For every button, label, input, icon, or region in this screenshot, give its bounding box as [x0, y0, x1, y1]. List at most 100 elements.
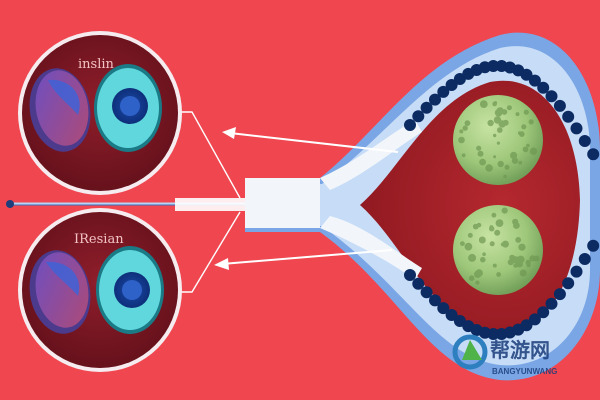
- bead: [420, 101, 433, 114]
- cell-spot: [514, 262, 519, 268]
- bead: [562, 110, 575, 123]
- bead: [537, 306, 550, 319]
- cell-spot: [517, 131, 522, 135]
- watermark-cn-text: 帮游网: [490, 338, 550, 362]
- cell-spot: [526, 143, 530, 148]
- cell-spot: [489, 241, 495, 247]
- cell-spot: [518, 160, 523, 165]
- cell-spot: [479, 158, 486, 166]
- cell-spot: [494, 109, 503, 117]
- cell-spot: [475, 280, 480, 285]
- bead: [404, 119, 416, 131]
- cell-spot: [477, 150, 484, 157]
- cell-spot: [460, 241, 465, 247]
- bead: [429, 294, 441, 307]
- cell-spot: [504, 164, 510, 170]
- bead: [570, 122, 583, 135]
- bead: [487, 60, 500, 72]
- green-cell-bottom: [453, 205, 543, 295]
- cell-spot: [492, 263, 497, 268]
- cell-spot: [503, 174, 507, 179]
- panel-bottom-label: IResian: [74, 232, 124, 247]
- cell-spot: [491, 212, 497, 218]
- bead: [578, 253, 591, 265]
- cell-spot: [459, 129, 464, 134]
- bead: [445, 79, 458, 91]
- cell-spot: [518, 243, 526, 251]
- cell-spot: [509, 151, 518, 159]
- cell-spot: [467, 232, 473, 238]
- bead: [528, 313, 541, 326]
- bead: [587, 148, 600, 161]
- bead: [487, 328, 500, 340]
- cell-spot: [515, 237, 522, 243]
- cell-spot: [480, 256, 486, 263]
- cell-spot: [468, 275, 475, 282]
- bead: [578, 135, 591, 147]
- bead: [412, 110, 425, 123]
- cell-spot: [497, 160, 504, 168]
- cell-spot: [529, 147, 538, 155]
- cell-spot: [529, 255, 536, 262]
- cell-spot: [496, 272, 501, 277]
- cell-spot: [523, 109, 529, 115]
- bead-chain: [404, 60, 600, 340]
- cell-spot: [468, 253, 477, 262]
- cell-spot: [502, 119, 509, 126]
- cell-spot: [511, 157, 519, 164]
- cell-spot: [458, 136, 465, 144]
- bead: [412, 277, 425, 290]
- cell-spot: [464, 120, 471, 126]
- connector-line: [6, 198, 245, 211]
- cell-spot: [493, 155, 497, 159]
- bead: [520, 68, 533, 81]
- cell-spot: [487, 119, 494, 127]
- purple-cell-top: [29, 68, 91, 152]
- cell-spot: [513, 222, 520, 229]
- cell-spot: [497, 127, 503, 133]
- bead: [420, 286, 433, 299]
- cell-spot: [528, 119, 534, 125]
- watermark-logo-icon: [452, 334, 488, 370]
- cell-spot: [474, 270, 482, 278]
- panel-bottom: IResian: [18, 208, 182, 372]
- bead: [528, 74, 541, 87]
- cell-spot: [472, 223, 479, 230]
- watermark-en-text: BANGYUNWANG: [492, 367, 557, 376]
- cell-spot: [489, 225, 494, 229]
- bead: [553, 288, 566, 301]
- cell-spot: [485, 164, 493, 172]
- cell-spot: [523, 146, 527, 151]
- bead: [553, 99, 566, 112]
- blue-cell-top: [94, 64, 162, 152]
- watermark: 帮游网 BANGYUNWANG: [452, 334, 557, 376]
- bead: [404, 269, 416, 281]
- cell-spot: [478, 236, 486, 244]
- purple-cell-bottom: [29, 250, 91, 334]
- cell-spot: [482, 252, 486, 256]
- bead: [570, 265, 583, 278]
- cell-spot: [494, 229, 501, 236]
- cell-spot: [501, 207, 508, 214]
- cell-spot: [501, 240, 509, 248]
- bead: [445, 309, 458, 321]
- arrow-bottom: [214, 249, 393, 270]
- bead: [562, 277, 575, 290]
- bead: [537, 81, 550, 94]
- cell-spot: [512, 256, 520, 264]
- cell-spot: [493, 133, 497, 138]
- cell-spot: [506, 105, 512, 111]
- cell-spot: [479, 100, 488, 108]
- cell-spot: [521, 124, 527, 130]
- cell-spot: [515, 112, 520, 117]
- bead: [587, 239, 600, 252]
- blue-cell-bottom: [96, 246, 164, 334]
- cell-spot: [461, 153, 466, 158]
- bead: [545, 297, 558, 310]
- green-cell-top: [453, 95, 543, 185]
- bead: [437, 302, 450, 315]
- bead: [437, 85, 450, 98]
- cell-spot: [492, 101, 497, 107]
- bead: [520, 319, 533, 332]
